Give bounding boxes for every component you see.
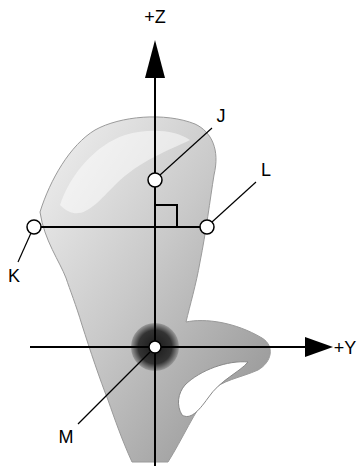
bone-shading xyxy=(60,131,190,213)
y-arrowhead xyxy=(305,337,333,357)
point-marker xyxy=(149,341,161,353)
k-l-line xyxy=(34,226,207,228)
right-angle-mark xyxy=(155,205,177,227)
axis-label: +Z xyxy=(144,8,166,26)
leader-line xyxy=(160,128,212,175)
z-axis xyxy=(154,76,156,466)
leader-line xyxy=(212,182,256,222)
z-arrowhead xyxy=(145,40,165,78)
leader-line xyxy=(78,352,150,424)
point-marker xyxy=(148,173,162,187)
obturator-hole xyxy=(178,362,248,417)
point-label: K xyxy=(8,267,20,285)
point-marker xyxy=(200,220,214,234)
leader-line xyxy=(18,233,31,262)
point-label: J xyxy=(217,107,226,125)
y-axis xyxy=(30,346,306,348)
axis-label: +Y xyxy=(334,339,357,357)
point-label: L xyxy=(261,161,271,179)
point-marker xyxy=(27,220,41,234)
point-label: M xyxy=(59,428,74,446)
